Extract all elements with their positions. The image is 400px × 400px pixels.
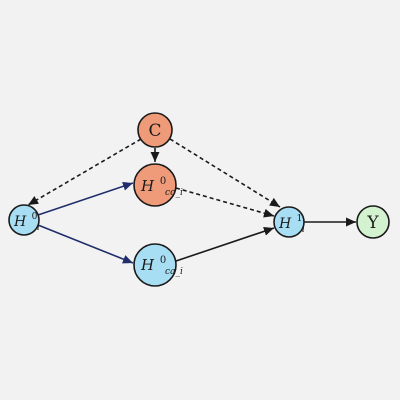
node-h-i1-sub: i — [302, 225, 305, 235]
node-h-i0-circle — [8, 204, 40, 236]
node-y-circle — [356, 205, 390, 239]
node-y: Y — [356, 205, 390, 239]
node-h-ca-sup: 0 — [160, 255, 166, 266]
edge-hi0-to-hca — [37, 224, 134, 264]
node-h-ca: H 0 ca_i — [133, 243, 183, 287]
node-h-co-sub: co_i — [165, 188, 183, 198]
node-c: C — [137, 112, 173, 148]
node-h-i1-sup: 1 — [297, 214, 303, 224]
node-h-co-sup: 0 — [160, 176, 166, 187]
node-h-co-label: H 0 co_i — [140, 170, 183, 198]
node-h-co: H 0 co_i — [133, 163, 183, 207]
node-h-co-base: H — [140, 177, 155, 195]
node-h-i1-label: H 1 i — [278, 209, 307, 235]
edge-hca-to-hi1 — [175, 226, 275, 262]
node-y-label: Y — [366, 213, 379, 233]
node-h-i1-base: H — [278, 216, 292, 232]
node-h-i0-base: H — [13, 214, 27, 230]
node-h-i0-sub: i — [37, 223, 40, 233]
edges — [27, 138, 356, 264]
node-h-i1-circle — [273, 206, 305, 238]
node-h-co-circle — [133, 163, 177, 207]
node-h-i0: H 0 i — [8, 204, 42, 236]
node-c-label: C — [148, 121, 161, 141]
node-h-ca-base: H — [140, 256, 155, 274]
node-h-i0-sup: 0 — [32, 212, 38, 222]
edge-c-to-hi1 — [169, 138, 281, 208]
node-c-circle — [137, 112, 173, 148]
node-h-i0-label: H 0 i — [13, 207, 42, 233]
node-h-ca-label: H 0 ca_i — [140, 249, 183, 277]
edge-c-to-hi0 — [27, 138, 142, 206]
edge-hco-to-hi1 — [175, 187, 275, 218]
node-h-i1: H 1 i — [273, 206, 307, 238]
edge-hi0-to-hco — [37, 181, 134, 216]
node-h-ca-circle — [133, 243, 177, 287]
node-h-ca-sub: ca_i — [165, 267, 183, 277]
